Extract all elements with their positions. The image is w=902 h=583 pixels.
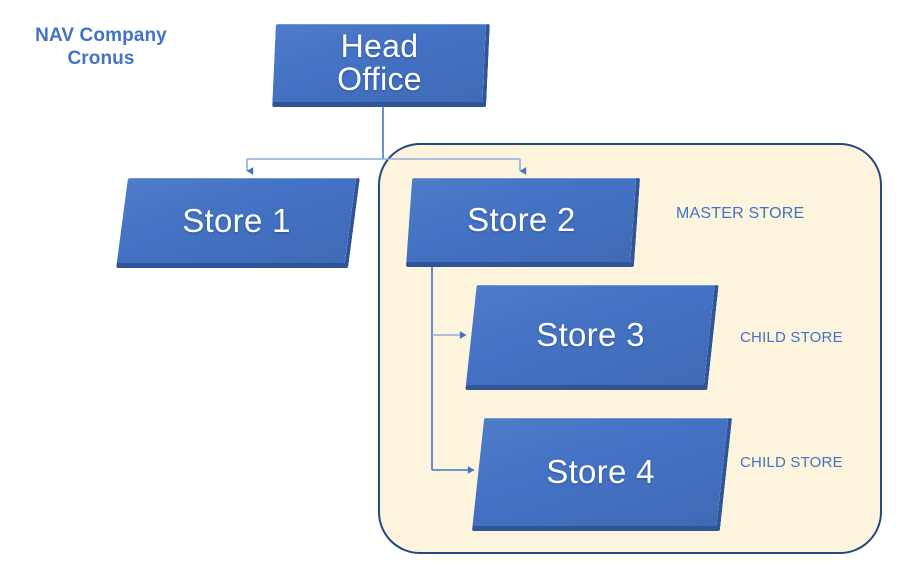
node-store-4-label: Store 4 (545, 453, 655, 491)
node-head-office-label: Head Office (336, 28, 422, 98)
node-store-4[interactable]: Store 4 (471, 418, 733, 531)
label-master-store: MASTER STORE (676, 205, 805, 222)
node-store-3[interactable]: Store 3 (465, 285, 719, 390)
node-store-2-label: Store 2 (466, 201, 576, 239)
node-store-1[interactable]: Store 1 (116, 178, 360, 268)
company-title: NAV Company Cronus (35, 25, 167, 70)
label-child-store-4: CHILD STORE (740, 454, 843, 471)
node-store-2[interactable]: Store 2 (405, 178, 641, 267)
node-store-3-label: Store 3 (535, 316, 645, 354)
node-store-1-label: Store 1 (182, 201, 291, 239)
label-child-store-3: CHILD STORE (740, 329, 843, 346)
node-head-office[interactable]: Head Office (272, 24, 490, 107)
